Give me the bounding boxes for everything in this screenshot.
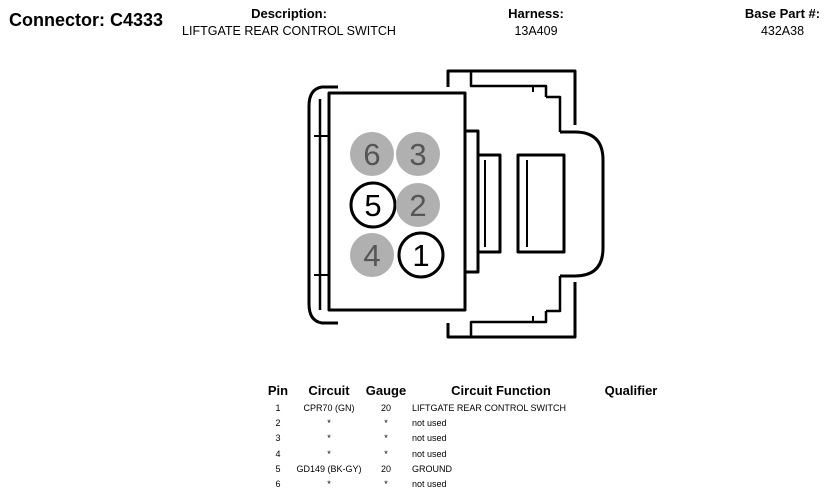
pin-number-1: 1 xyxy=(412,238,429,273)
cell-function: not used xyxy=(412,433,447,444)
cell-gauge: * xyxy=(384,479,388,490)
cell-qualifier xyxy=(594,431,668,446)
pin-table: Pin Circuit Gauge Circuit Function Quali… xyxy=(262,381,668,492)
connector-title: Connector: C4333 xyxy=(9,10,164,30)
base-part-block: Base Part #: 432A38 xyxy=(735,6,830,38)
col-header-function: Circuit Function xyxy=(451,383,551,398)
cell-qualifier xyxy=(594,476,668,491)
cell-gauge: 20 xyxy=(380,463,391,474)
table-row: 5 GD149 (BK-GY) 20 GROUND xyxy=(262,461,668,476)
pin-number-4: 4 xyxy=(363,238,380,273)
pin-cavity-3 xyxy=(396,132,440,176)
table-row: 1 CPR70 (GN) 20 LIFTGATE REAR CONTROL SW… xyxy=(262,400,668,415)
cell-pin: 5 xyxy=(275,463,281,474)
connector-housing xyxy=(307,69,605,339)
base-part-value: 432A38 xyxy=(760,24,805,38)
cell-qualifier xyxy=(594,415,668,430)
cell-gauge: * xyxy=(384,433,388,444)
col-header-circuit: Circuit xyxy=(308,383,350,398)
pin-cavity-1 xyxy=(397,231,445,279)
frame-step-bottom xyxy=(546,276,562,313)
base-part-label: Base Part #: xyxy=(744,6,821,21)
cell-gauge: 20 xyxy=(380,402,391,413)
pin-number-3: 3 xyxy=(409,137,426,172)
cell-function: not used xyxy=(412,417,447,428)
cell-qualifier xyxy=(594,461,668,476)
frame-step-top xyxy=(546,95,562,132)
cell-pin: 3 xyxy=(275,433,281,444)
table-row: 6 * * not used xyxy=(262,476,668,491)
terminal-slot xyxy=(476,153,502,254)
col-header-gauge: Gauge xyxy=(365,383,407,398)
pin-number-2: 2 xyxy=(409,188,426,223)
main-body-outline xyxy=(327,91,467,312)
cell-gauge: * xyxy=(384,448,388,459)
cell-pin: 2 xyxy=(275,417,281,428)
lock-tab-window xyxy=(516,153,566,254)
description-value: LIFTGATE REAR CONTROL SWITCH xyxy=(182,24,396,38)
cell-circuit: GD149 (BK-GY) xyxy=(296,463,362,474)
harness-value: 13A409 xyxy=(514,24,558,38)
pin-cavity-2 xyxy=(396,183,440,227)
cell-circuit: * xyxy=(327,417,331,428)
cell-pin: 1 xyxy=(275,402,281,413)
col-header-qualifier: Qualifier xyxy=(604,383,658,398)
cell-circuit: * xyxy=(327,448,331,459)
outer-frame-bottom xyxy=(446,282,577,339)
description-block: Description: LIFTGATE REAR CONTROL SWITC… xyxy=(170,6,408,38)
shroud-step-top xyxy=(463,93,480,155)
outer-frame-top xyxy=(446,69,577,125)
pin-number-6: 6 xyxy=(363,137,380,172)
col-header-pin: Pin xyxy=(267,383,289,398)
pin-cavity-5 xyxy=(349,181,397,229)
cell-pin: 6 xyxy=(275,479,281,490)
cell-qualifier xyxy=(594,400,668,415)
cell-gauge: * xyxy=(384,417,388,428)
cell-pin: 4 xyxy=(275,448,281,459)
frame-inner-bottom xyxy=(469,311,548,337)
cell-function: GROUND xyxy=(412,463,452,474)
table-row: 4 * * not used xyxy=(262,446,668,461)
pin-cavity-6 xyxy=(350,132,394,176)
cell-circuit: * xyxy=(327,479,331,490)
cell-circuit: CPR70 (GN) xyxy=(303,402,355,413)
harness-block: Harness: 13A409 xyxy=(480,6,592,38)
lock-tab-outline xyxy=(560,130,605,278)
left-latch-outline xyxy=(307,85,338,325)
description-label: Description: xyxy=(251,6,327,21)
cell-function: LIFTGATE REAR CONTROL SWITCH xyxy=(412,402,567,413)
cell-function: not used xyxy=(412,479,447,490)
cell-circuit: * xyxy=(327,433,331,444)
frame-inner-top xyxy=(469,71,548,97)
cell-qualifier xyxy=(594,446,668,461)
pin-number-5: 5 xyxy=(364,188,381,223)
pin-table-header-row: Pin Circuit Gauge Circuit Function Quali… xyxy=(262,381,668,400)
table-row: 2 * * not used xyxy=(262,415,668,430)
shroud-step-bottom xyxy=(463,252,480,310)
table-row: 3 * * not used xyxy=(262,431,668,446)
harness-label: Harness: xyxy=(508,6,564,21)
pin-cavity-4 xyxy=(350,233,394,277)
cell-function: not used xyxy=(412,448,447,459)
